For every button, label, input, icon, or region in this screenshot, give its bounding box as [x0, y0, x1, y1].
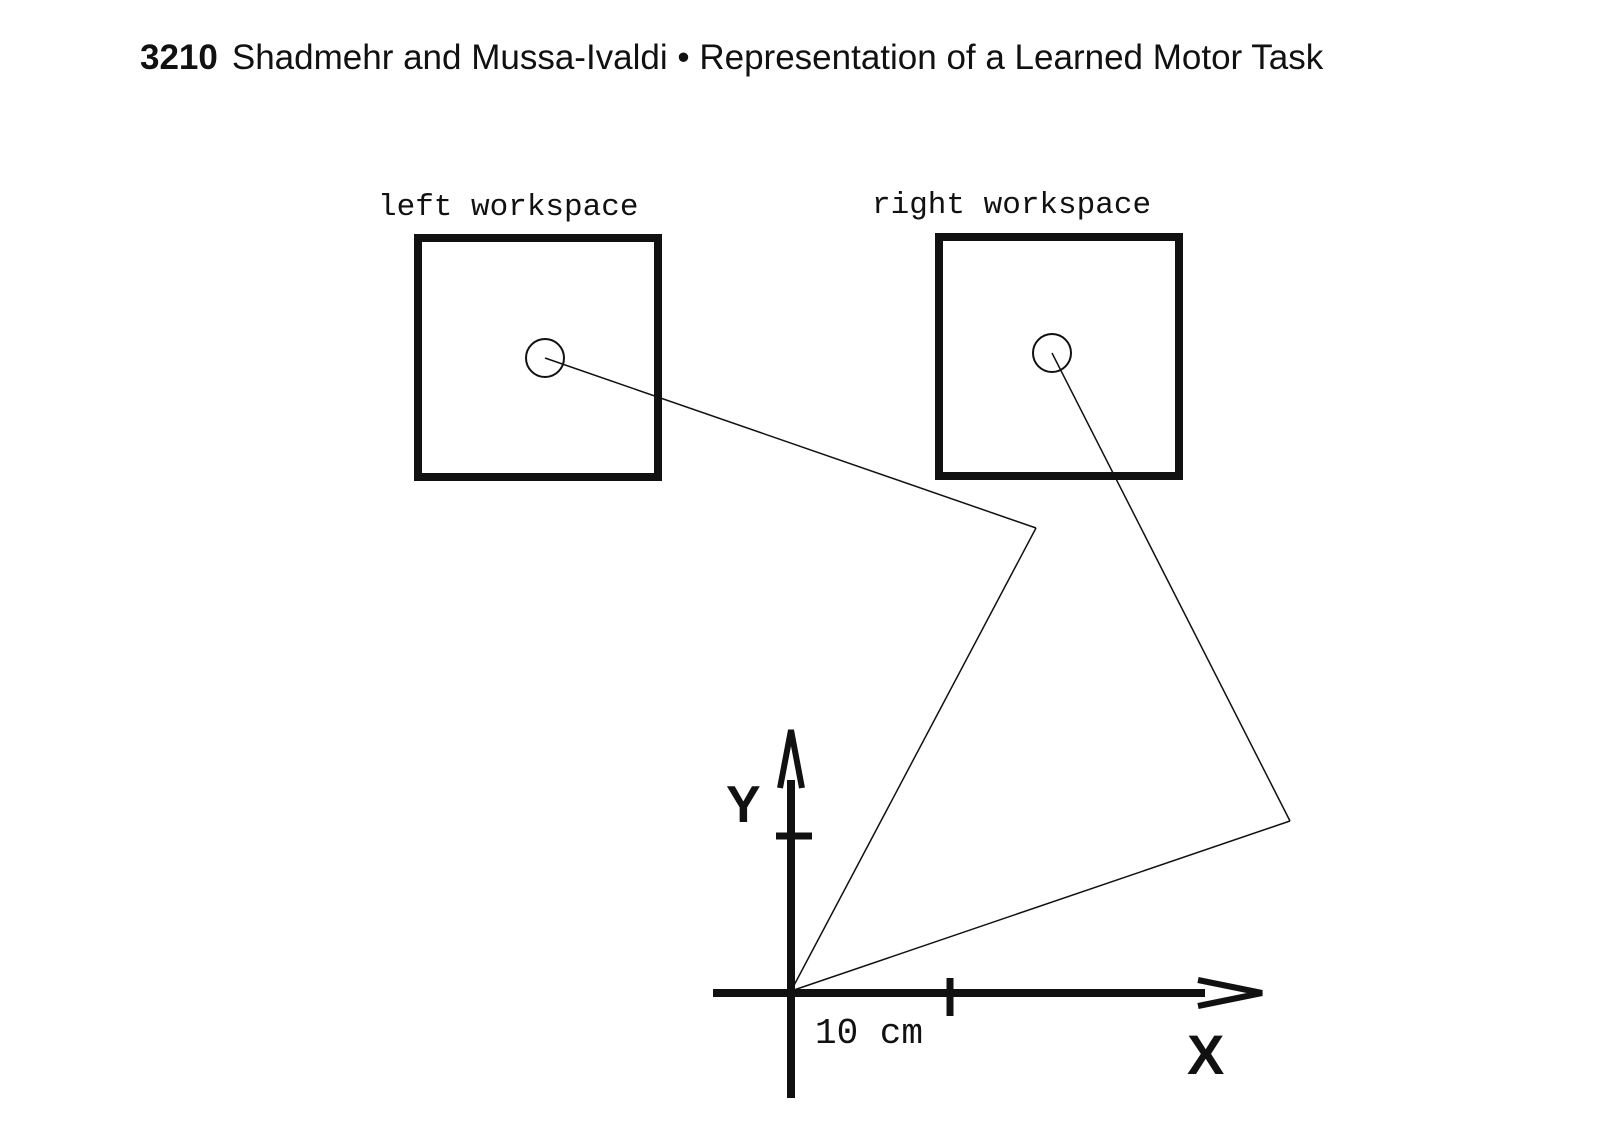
left-target-circle — [525, 338, 565, 378]
y-axis-label: Y — [726, 776, 761, 834]
y-axis-arrow — [777, 729, 805, 789]
right-arm-upper-link — [790, 820, 1291, 992]
x-axis-label: X — [1187, 1023, 1224, 1086]
left-workspace-box — [414, 234, 662, 481]
x-axis-arrow — [1197, 977, 1263, 1009]
running-title: Shadmehr and Mussa-Ivaldi • Representati… — [231, 38, 1324, 77]
right-target-circle — [1032, 333, 1072, 373]
left-workspace-label: left workspace — [378, 190, 638, 225]
right-workspace-box — [935, 233, 1183, 480]
left-arm-upper-link — [790, 527, 1037, 992]
page-number: 3210 — [140, 38, 218, 77]
scale-label: 10 cm — [815, 1013, 923, 1054]
right-workspace-label: right workspace — [872, 188, 1151, 223]
right-arm-forearm-link — [1051, 352, 1291, 822]
left-arm-forearm-link — [544, 357, 1037, 529]
running-header: 3210 Shadmehr and Mussa-Ivaldi • Represen… — [140, 38, 1323, 78]
